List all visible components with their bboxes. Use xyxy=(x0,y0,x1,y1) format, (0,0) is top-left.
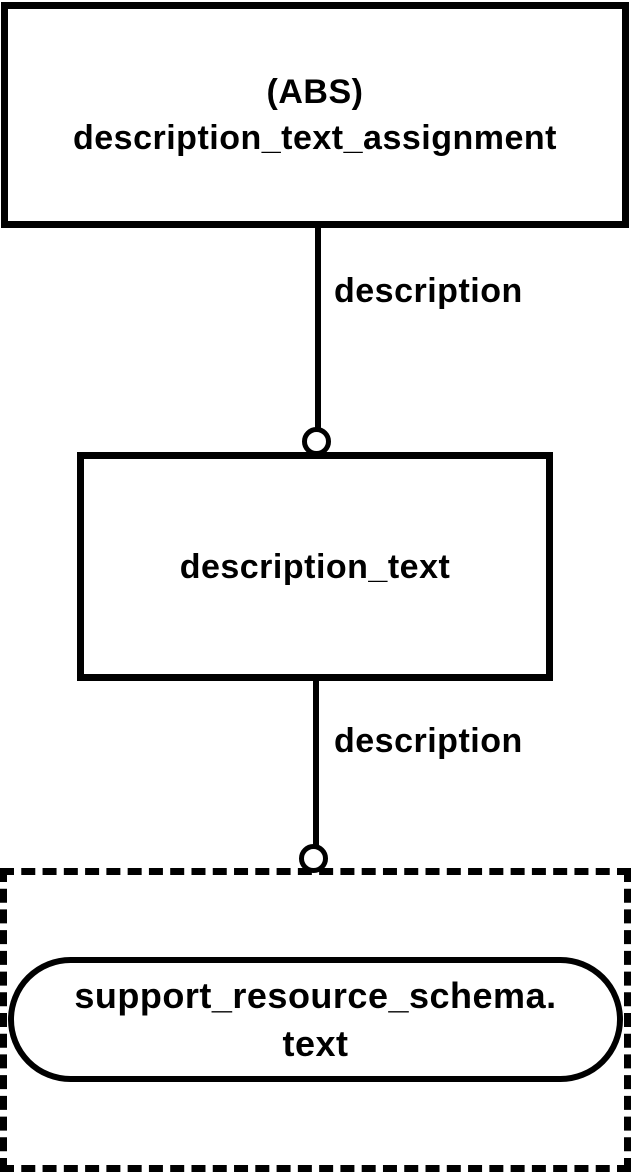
referenced-schema-name: support_resource_schema. xyxy=(74,974,557,1016)
entity-name-description-text-assignment: description_text_assignment xyxy=(73,119,557,157)
abstract-supertype-marker: (ABS) xyxy=(266,73,364,111)
attribute-line-2 xyxy=(313,681,319,848)
entity-box-label: (ABS) description_text_assignment xyxy=(73,69,557,161)
attribute-label-description-2: description xyxy=(334,722,523,760)
open-circle-terminator-2 xyxy=(299,844,328,873)
entity-name-description-text: description_text xyxy=(179,547,451,586)
attribute-line-1 xyxy=(315,228,321,432)
entity-box-label: description_text xyxy=(180,544,451,590)
attribute-label-description-1: description xyxy=(334,272,523,310)
entity-box-description-text: description_text xyxy=(77,452,553,681)
entity-box-description-text-assignment: (ABS) description_text_assignment xyxy=(1,2,629,228)
open-circle-terminator-1 xyxy=(302,427,331,456)
interschema-reference-oval: support_resource_schema. text xyxy=(8,957,623,1082)
referenced-type-name: text xyxy=(282,1022,349,1064)
